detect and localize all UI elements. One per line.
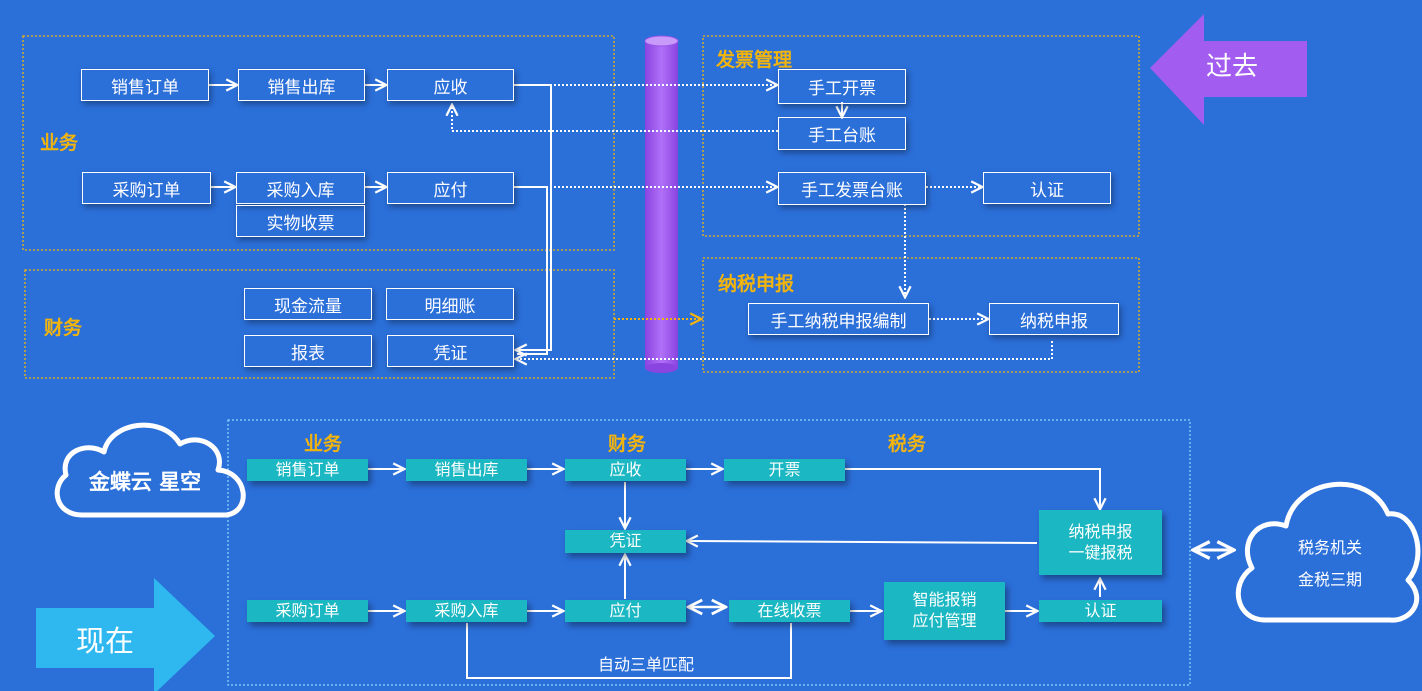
- present-payable-box: 应付: [565, 600, 686, 622]
- past-arrow-icon: [1150, 14, 1307, 125]
- past-receivable-box: 应收: [387, 69, 514, 101]
- present-smart-expense-line1: 智能报销: [912, 590, 977, 610]
- present-col-business: 业务: [304, 433, 343, 455]
- past-cash-flow-box: 现金流量: [244, 288, 372, 320]
- present-purchase-inbound-box: 采购入库: [406, 600, 527, 622]
- present-smart-expense-box: 智能报销 应付管理: [884, 582, 1005, 640]
- kingdee-cloud-label: 金蝶云 星空: [88, 470, 202, 494]
- past-purchase-inbound-box: 采购入库: [236, 172, 365, 204]
- present-purchase-order-box: 采购订单: [247, 600, 368, 622]
- present-smart-expense-line2: 应付管理: [912, 611, 977, 630]
- tax-authority-line1: 税务机关: [1297, 538, 1362, 557]
- present-col-finance: 财务: [608, 433, 647, 455]
- past-business-label: 业务: [40, 132, 79, 154]
- past-tax-filing-box: 纳税申报: [989, 303, 1119, 335]
- past-report-box: 报表: [244, 335, 372, 367]
- past-manual-invoice-ledger-box: 手工发票台账: [778, 172, 926, 205]
- past-invoice-frame: [702, 35, 1140, 237]
- past-tax-section-label: 纳税申报: [718, 273, 795, 295]
- present-tax-filing-box: 纳税申报 一键报税: [1039, 510, 1162, 575]
- present-tax-filing-line1: 纳税申报: [1068, 521, 1133, 541]
- auto-three-way-match-label: 自动三单匹配: [598, 655, 695, 674]
- past-detail-ledger-box: 明细账: [386, 288, 514, 320]
- past-voucher-box: 凭证: [387, 335, 514, 367]
- past-manual-tax-prep-box: 手工纳税申报编制: [748, 303, 929, 335]
- past-manual-invoicing-box: 手工开票: [778, 69, 906, 104]
- tax-authority-line2: 金税三期: [1297, 570, 1362, 589]
- present-certification-box: 认证: [1039, 600, 1162, 622]
- present-arrow-icon: [36, 578, 215, 691]
- present-receivable-box: 应收: [565, 459, 686, 481]
- present-col-tax: 税务: [888, 433, 927, 455]
- past-finance-frame: [24, 269, 615, 379]
- present-sales-order-box: 销售订单: [247, 459, 368, 481]
- past-business-frame: [22, 35, 615, 251]
- tax-authority-label: 税务机关 金税三期: [1270, 532, 1390, 596]
- pillar-icon: [644, 35, 679, 373]
- past-tax-frame: [702, 257, 1140, 373]
- past-payable-box: 应付: [387, 172, 514, 204]
- past-certification-box: 认证: [983, 172, 1111, 204]
- present-frame: [227, 419, 1191, 686]
- present-arrow-label: 现在: [76, 624, 135, 658]
- past-finance-label: 财务: [44, 317, 83, 339]
- present-sales-outbound-box: 销售出库: [406, 459, 527, 481]
- present-tax-filing-line2: 一键报税: [1068, 542, 1133, 562]
- past-sales-order-box: 销售订单: [81, 69, 209, 101]
- past-physical-invoice-box: 实物收票: [236, 205, 365, 237]
- present-invoicing-box: 开票: [724, 459, 845, 481]
- past-sales-outbound-box: 销售出库: [238, 69, 365, 101]
- past-arrow-label: 过去: [1206, 52, 1259, 82]
- present-voucher-box: 凭证: [565, 530, 686, 553]
- tax-authority-cloud-icon: [1235, 481, 1421, 623]
- past-manual-ledger-box: 手工台账: [778, 117, 906, 150]
- kingdee-cloud-icon: [54, 422, 246, 518]
- past-invoice-section-label: 发票管理: [716, 49, 793, 71]
- past-purchase-order-box: 采购订单: [82, 172, 211, 204]
- present-online-invoice-box: 在线收票: [729, 600, 850, 622]
